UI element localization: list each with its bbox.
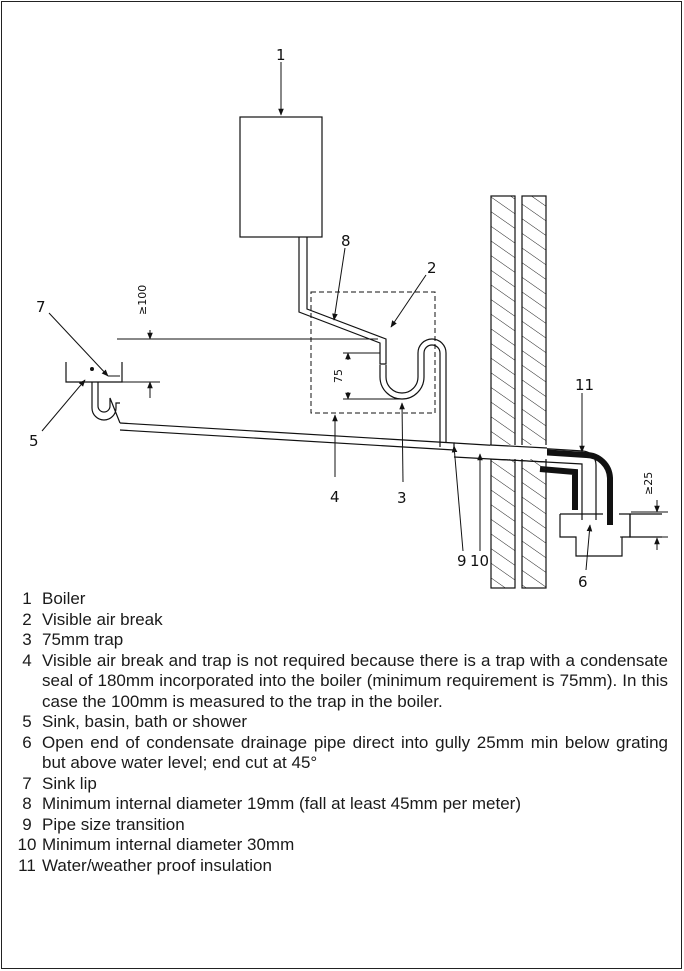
leader-5 — [41, 379, 86, 432]
insulation — [539, 449, 613, 525]
legend-text: 75mm trap — [42, 630, 124, 649]
sink-drain — [90, 367, 94, 371]
dim-25: ≥25 — [642, 472, 655, 495]
legend-item: 2 Visible air break — [12, 610, 668, 631]
boiler-box — [239, 116, 323, 238]
legend-text: Open end of condensate drainage pipe dir… — [42, 732, 668, 773]
callout-10: 10 — [470, 552, 489, 570]
legend-item: 7 Sink lip — [12, 774, 668, 795]
leader-8 — [332, 247, 346, 321]
legend-number: 11 — [18, 855, 36, 875]
callout-11: 11 — [575, 376, 594, 394]
insulation-inner — [539, 466, 578, 510]
legend-number: 10 — [17, 835, 37, 854]
legend-number: 1 — [22, 589, 32, 608]
condensate-pipe-19mm — [298, 237, 387, 365]
legend-item: 9 Pipe size transition — [12, 815, 668, 836]
legend-text: Visible air break and trap is not requir… — [42, 650, 668, 711]
callout-9: 9 — [457, 552, 467, 570]
drain-pipe-main — [119, 422, 455, 451]
legend: 1 Boiler 2 Visible air break 3 75mm trap… — [12, 589, 668, 876]
callout-3: 3 — [397, 489, 407, 507]
legend-item: 10 Minimum internal diameter 30mm — [12, 835, 668, 856]
gully-grating — [629, 514, 662, 538]
wall-left — [490, 195, 516, 589]
legend-number: 6 — [22, 732, 32, 752]
legend-text: Boiler — [42, 589, 86, 608]
callout-5: 5 — [29, 432, 39, 450]
callout-2: 2 — [427, 259, 437, 277]
condensate-diagram: 1 ≥100 75 ≥25 2 8 7 5 — [29, 46, 668, 590]
legend-text: Minimum internal diameter 30mm — [42, 835, 295, 854]
leader-9 — [451, 445, 464, 552]
callout-6: 6 — [578, 573, 588, 590]
legend-text: Pipe size transition — [42, 814, 185, 834]
callout-1: 1 — [276, 46, 286, 64]
legend-item: 3 75mm trap — [12, 630, 668, 651]
legend-item: 11 Water/weather proof insulation — [12, 856, 668, 877]
legend-item: 8 Minimum internal diameter 19mm (fall a… — [12, 794, 668, 815]
legend-number: 7 — [22, 773, 32, 793]
legend-item: 1 Boiler — [12, 589, 668, 610]
leader-3 — [399, 402, 405, 483]
leader-6 — [585, 524, 593, 571]
legend-text: Water/weather proof insulation — [42, 855, 272, 875]
legend-number: 8 — [22, 794, 32, 813]
legend-item: 4 Visible air break and trap is not requ… — [12, 651, 668, 713]
callout-4: 4 — [330, 488, 340, 506]
legend-text: Visible air break — [42, 609, 163, 629]
u-trap — [379, 344, 441, 447]
legend-number: 4 — [22, 650, 32, 670]
u-trap-inner — [385, 338, 447, 443]
dim-100: ≥100 — [136, 285, 149, 315]
legend-number: 9 — [22, 814, 32, 834]
legend-number: 3 — [22, 630, 32, 649]
legend-item: 6 Open end of condensate drainage pipe d… — [12, 733, 668, 774]
wall-right — [521, 195, 547, 589]
dim-75: 75 — [332, 369, 345, 383]
legend-number: 5 — [22, 712, 32, 731]
legend-number: 2 — [22, 609, 32, 629]
leader-2 — [390, 274, 427, 328]
sink-trap — [91, 382, 121, 424]
dashed-boundary — [310, 291, 436, 414]
legend-text: Sink lip — [42, 773, 97, 793]
leader-7 — [48, 312, 109, 377]
callout-8: 8 — [341, 232, 351, 250]
sink — [65, 362, 123, 383]
legend-text: Minimum internal diameter 19mm (fall at … — [42, 794, 521, 813]
legend-text: Sink, basin, bath or shower — [42, 712, 248, 731]
callout-7: 7 — [36, 298, 46, 316]
legend-item: 5 Sink, basin, bath or shower — [12, 712, 668, 733]
